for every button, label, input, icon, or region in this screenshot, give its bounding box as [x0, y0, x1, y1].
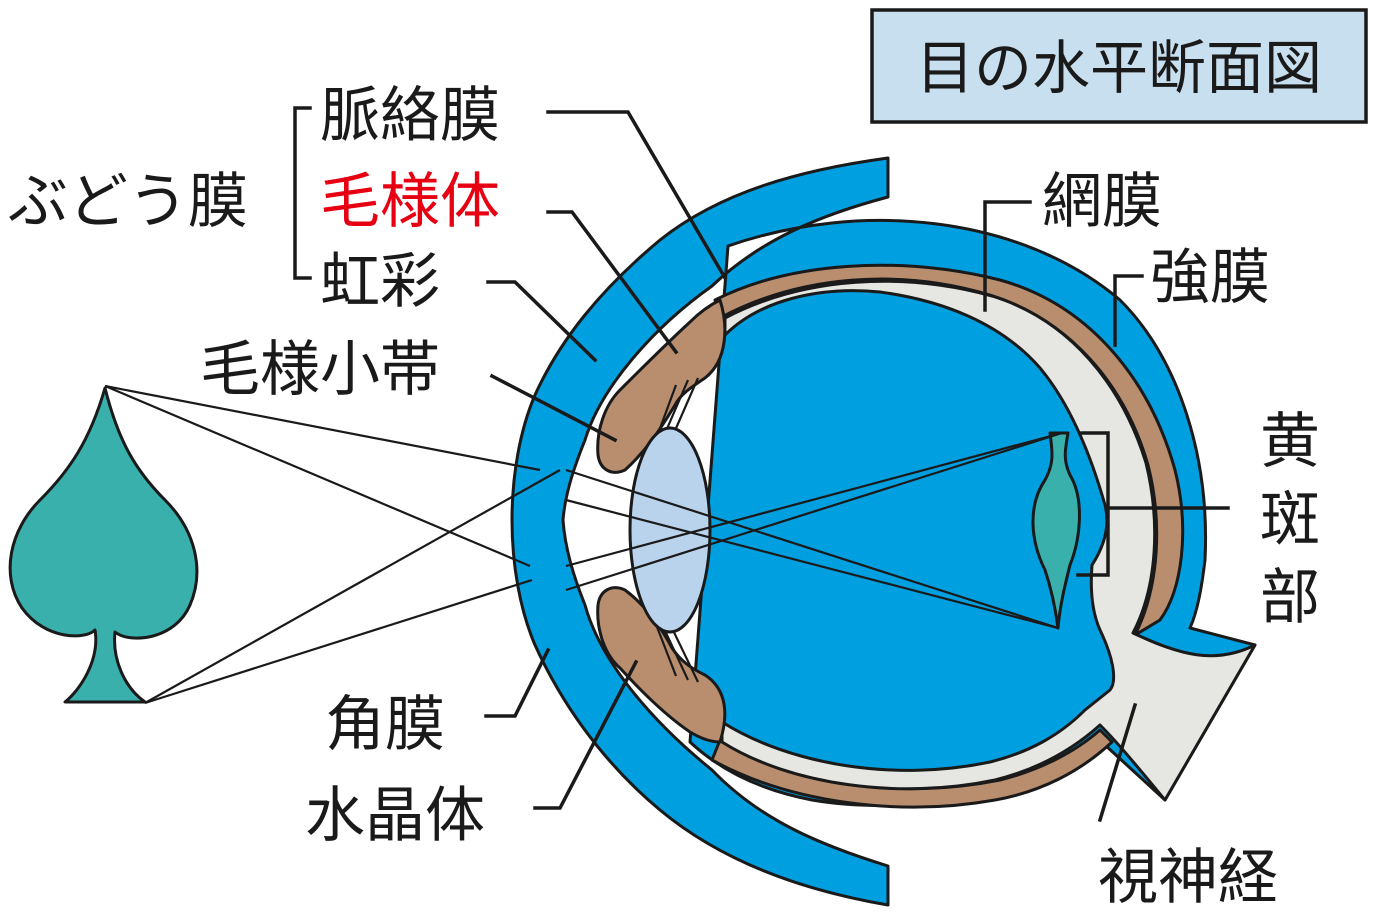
label-choroid: 脈絡膜 — [320, 81, 500, 151]
leader-lines — [293, 106, 1230, 823]
label-lens: 水晶体 — [305, 781, 485, 851]
label-zonule: 毛様小帯 — [200, 335, 440, 405]
ciliary-iris-upper-shape — [596, 298, 727, 474]
label-ciliary-body: 毛様体 — [320, 167, 500, 237]
lens-shape — [628, 426, 712, 634]
label-macula-char-1: 黄 — [1260, 407, 1320, 477]
label-uvea: ぶどう膜 — [8, 167, 248, 237]
ciliary-iris-lower-shape — [596, 586, 727, 744]
diagram-title: 目の水平断面図 — [916, 34, 1322, 102]
light-rays — [104, 384, 1063, 705]
title-box — [870, 8, 1368, 124]
label-iris: 虹彩 — [320, 247, 440, 317]
macula-bracket — [1076, 431, 1110, 577]
label-sclera: 強膜 — [1150, 243, 1270, 313]
label-macula-char-3: 部 — [1260, 563, 1320, 633]
label-optic-nerve: 視神経 — [1098, 843, 1278, 912]
object-tree-shape — [8, 386, 199, 704]
label-macula: 黄 斑 部 — [1260, 407, 1320, 633]
label-macula-char-2: 斑 — [1260, 485, 1320, 555]
label-cornea: 角膜 — [325, 690, 445, 760]
label-retina: 網膜 — [1042, 167, 1162, 237]
